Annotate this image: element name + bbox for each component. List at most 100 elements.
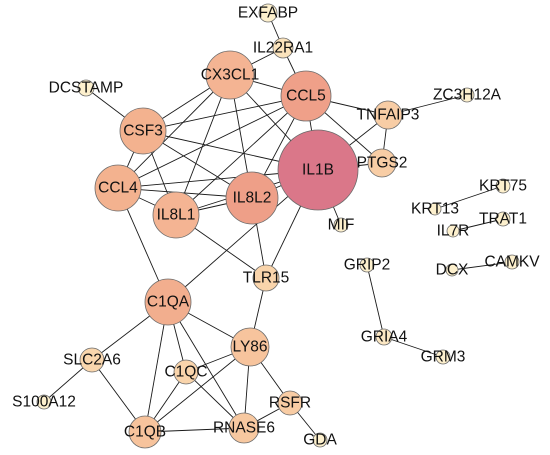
edge-grip2-gria4 bbox=[366, 264, 385, 338]
node-label-il7r: IL7R bbox=[437, 223, 470, 240]
node-label-tnfaip3: TNFAIP3 bbox=[357, 107, 420, 124]
node-il1b: IL1B bbox=[277, 129, 359, 211]
node-circle-il1b bbox=[277, 129, 359, 211]
edge-il7r-trat1 bbox=[452, 218, 504, 232]
node-label-ptgs2: PTGS2 bbox=[357, 155, 408, 172]
node-label-il8l1: IL8L1 bbox=[157, 207, 196, 224]
node-ccl4: CCL4 bbox=[94, 164, 142, 212]
node-label-ccl4: CCL4 bbox=[98, 180, 138, 197]
node-circle-gria4 bbox=[375, 328, 393, 346]
node-label-trat1: TRAT1 bbox=[479, 211, 527, 228]
node-circle-dcstamp bbox=[77, 79, 95, 97]
node-krt13: KRT13 bbox=[411, 201, 459, 218]
node-cx3cl1: CX3CL1 bbox=[201, 50, 260, 100]
node-circle-krt75 bbox=[495, 178, 511, 194]
node-label-c1qb: C1QB bbox=[124, 424, 166, 441]
node-grip2: GRIP2 bbox=[344, 257, 391, 274]
node-label-il1b: IL1B bbox=[302, 162, 334, 179]
node-ly86: LY86 bbox=[230, 327, 270, 367]
edge-dcx-camkv bbox=[451, 261, 513, 271]
node-camkv: CAMKV bbox=[484, 254, 540, 271]
edge-ccl5-il8l1 bbox=[175, 95, 307, 216]
node-label-c1qa: C1QA bbox=[147, 294, 190, 311]
node-c1qc: C1QC bbox=[164, 359, 208, 385]
node-c1qa: C1QA bbox=[144, 278, 192, 326]
node-label-rsfr: RSFR bbox=[269, 395, 311, 412]
node-krt75: KRT75 bbox=[479, 178, 527, 195]
node-label-camkv: CAMKV bbox=[484, 254, 540, 271]
node-label-s100a12: S100A12 bbox=[12, 394, 76, 411]
node-ptgs2: PTGS2 bbox=[357, 148, 408, 178]
edge-c1qa-rnase6 bbox=[167, 301, 245, 429]
node-circle-ccl4 bbox=[94, 164, 142, 212]
edge-cx3cl1-ccl4 bbox=[117, 74, 231, 189]
node-circle-il8l1 bbox=[152, 191, 200, 239]
edge-gria4-grm3 bbox=[383, 336, 444, 358]
edge-ccl5-ccl4 bbox=[117, 95, 307, 189]
node-circle-il22ra1 bbox=[272, 37, 294, 59]
node-circle-il7r bbox=[446, 224, 460, 238]
node-label-il22ra1: IL22RA1 bbox=[253, 40, 313, 57]
node-label-gria4: GRIA4 bbox=[361, 329, 408, 346]
node-csf3: CSF3 bbox=[119, 107, 167, 155]
node-circle-s100a12 bbox=[36, 394, 52, 410]
node-label-ccl5: CCL5 bbox=[286, 88, 326, 105]
node-label-dcx: DCX bbox=[436, 262, 469, 279]
node-il7r: IL7R bbox=[437, 223, 470, 240]
node-il8l1: IL8L1 bbox=[152, 191, 200, 239]
node-circle-c1qa bbox=[144, 278, 192, 326]
node-circle-ly86 bbox=[230, 327, 270, 367]
node-label-grm3: GRM3 bbox=[421, 349, 466, 366]
node-circle-gda bbox=[312, 432, 328, 448]
node-label-zc3h12a: ZC3H12A bbox=[433, 87, 502, 104]
node-circle-krt13 bbox=[428, 202, 442, 216]
node-label-gda: GDA bbox=[303, 432, 337, 449]
node-tlr15: TLR15 bbox=[243, 264, 290, 292]
node-label-rnase6: RNASE6 bbox=[213, 420, 275, 437]
node-circle-cx3cl1 bbox=[205, 50, 255, 100]
node-circle-tlr15 bbox=[252, 264, 280, 292]
node-rnase6: RNASE6 bbox=[213, 412, 275, 444]
node-grm3: GRM3 bbox=[421, 349, 466, 366]
edge-krt75-krt13 bbox=[434, 185, 504, 210]
node-s100a12: S100A12 bbox=[12, 394, 76, 411]
node-zc3h12a: ZC3H12A bbox=[433, 87, 502, 104]
node-circle-exfabp bbox=[258, 3, 278, 23]
node-label-c1qc: C1QC bbox=[164, 364, 207, 381]
node-label-krt75: KRT75 bbox=[479, 178, 527, 195]
node-circle-il8l2 bbox=[225, 171, 279, 225]
node-ccl5: CCL5 bbox=[280, 70, 332, 122]
node-exfabp: EXFABP bbox=[238, 3, 298, 23]
node-label-csf3: CSF3 bbox=[123, 123, 163, 140]
node-label-il8l2: IL8L2 bbox=[233, 190, 272, 207]
node-circle-rnase6 bbox=[228, 412, 260, 444]
node-circle-c1qb bbox=[128, 415, 162, 449]
node-circle-camkv bbox=[504, 254, 520, 270]
node-rsfr: RSFR bbox=[269, 390, 311, 416]
node-circle-tnfaip3 bbox=[373, 100, 403, 130]
node-dcstamp: DCSTAMP bbox=[49, 80, 124, 97]
node-il22ra1: IL22RA1 bbox=[253, 37, 313, 59]
node-mif: MIF bbox=[328, 217, 355, 234]
node-label-cx3cl1: CX3CL1 bbox=[201, 67, 260, 84]
node-label-mif: MIF bbox=[328, 217, 355, 234]
node-label-ly86: LY86 bbox=[232, 339, 267, 356]
node-label-grip2: GRIP2 bbox=[344, 257, 391, 274]
node-circle-grip2 bbox=[359, 257, 375, 273]
node-circle-zc3h12a bbox=[459, 87, 475, 103]
edge-c1qb-rnase6 bbox=[144, 427, 245, 433]
node-il8l2: IL8L2 bbox=[225, 171, 279, 225]
edge-ccl5-csf3 bbox=[142, 95, 307, 132]
edge-cx3cl1-il8l1 bbox=[175, 74, 231, 216]
node-circle-slc2a6 bbox=[79, 347, 105, 373]
node-dcx: DCX bbox=[436, 262, 469, 279]
node-gria4: GRIA4 bbox=[361, 329, 408, 346]
node-circle-csf3 bbox=[119, 107, 167, 155]
node-circle-trat1 bbox=[495, 211, 511, 227]
node-label-slc2a6: SLC2A6 bbox=[63, 352, 121, 369]
node-slc2a6: SLC2A6 bbox=[63, 347, 121, 373]
node-label-tlr15: TLR15 bbox=[243, 270, 290, 287]
node-gda: GDA bbox=[303, 432, 337, 449]
